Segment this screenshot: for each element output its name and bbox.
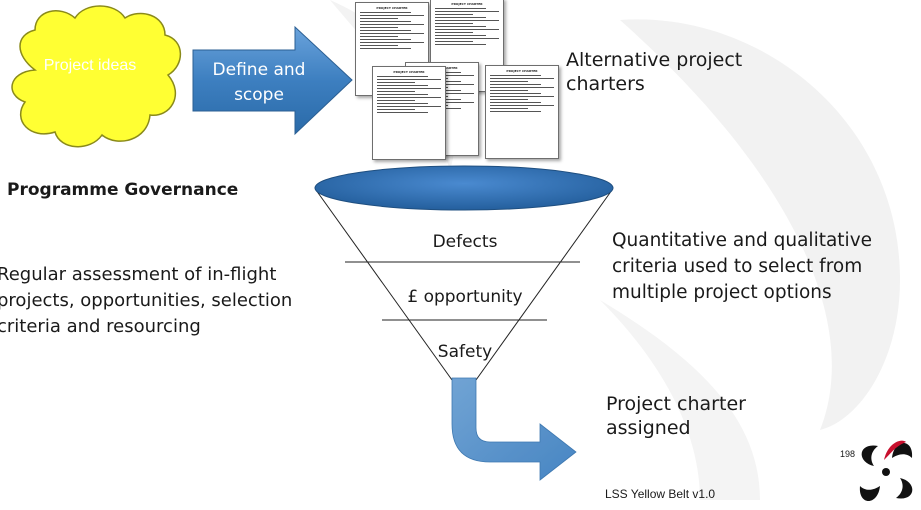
funnel-level-defects: Defects <box>432 232 498 252</box>
footer-text: LSS Yellow Belt v1.0 <box>605 487 716 501</box>
alternative-charters-caption: Alternative project charters <box>566 49 743 95</box>
criteria-note: Quantitative and qualitative criteria us… <box>612 230 873 303</box>
project-charter-document: PROJECT CHARTER <box>485 65 559 159</box>
governance-title: Programme Governance <box>7 180 239 200</box>
define-scope-label: Define and scope <box>212 60 306 105</box>
governance-description: Regular assessment of in-flight projects… <box>0 264 293 337</box>
funnel-level-opportunity: £ opportunity <box>407 287 523 307</box>
project-charter-document: PROJECT CHARTER <box>372 66 446 160</box>
charter-assigned-caption: Project charter assigned <box>606 393 746 439</box>
page-number: 198 <box>840 449 856 459</box>
funnel-level-safety: Safety <box>437 342 493 362</box>
project-ideas-label: Project ideas <box>43 57 137 74</box>
